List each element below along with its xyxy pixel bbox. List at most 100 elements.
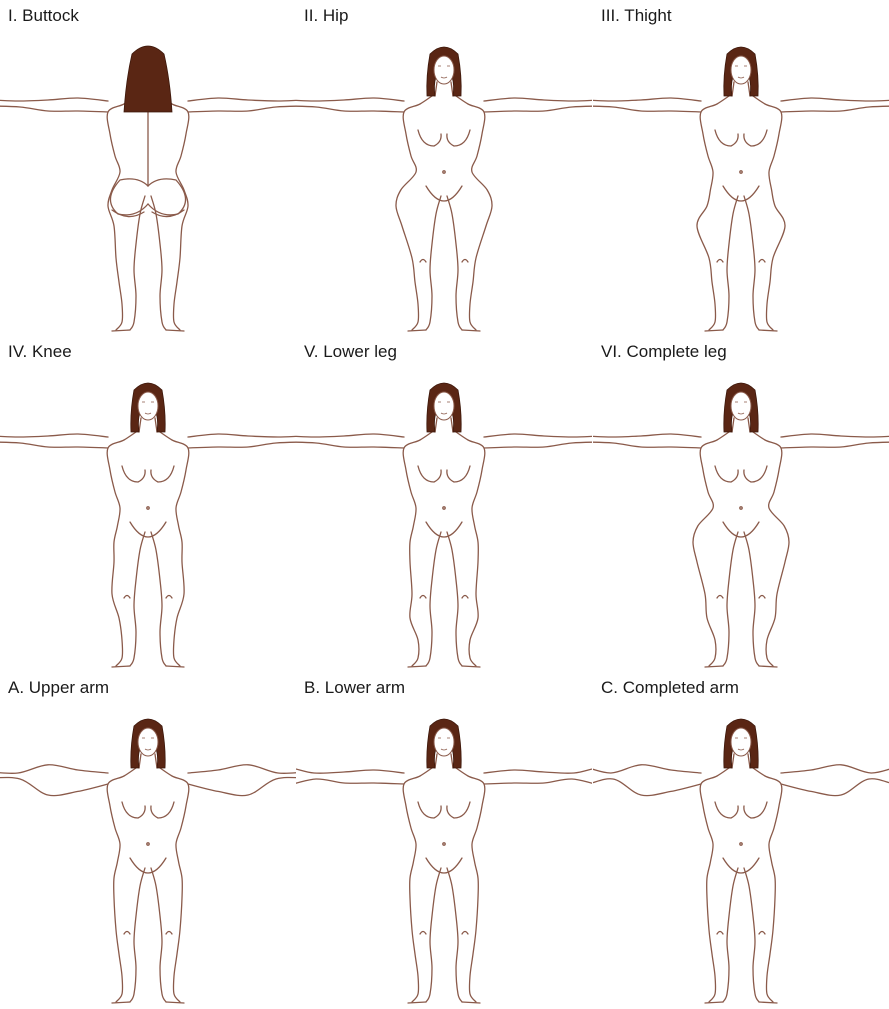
foot-right	[462, 1002, 480, 1003]
arm-right-upper-edge	[781, 434, 889, 438]
body-outline	[296, 418, 592, 667]
face	[138, 728, 158, 756]
pelvis-line	[723, 186, 759, 201]
navel	[147, 843, 149, 845]
body-outline	[0, 82, 296, 331]
knee-marks	[124, 932, 172, 935]
leg-inner-right	[447, 868, 462, 1002]
foot-left	[705, 1002, 723, 1003]
knee-marks	[717, 932, 765, 935]
foot-left	[408, 330, 426, 331]
navel	[740, 171, 742, 173]
body-right-contour	[160, 96, 189, 330]
chest-right	[744, 802, 767, 818]
buttock-right	[148, 179, 186, 215]
foot-right	[462, 330, 480, 331]
body-outline	[593, 754, 889, 1003]
figure-panel: V. Lower leg	[296, 336, 592, 672]
leg-inner-left	[426, 532, 441, 666]
arm-right-upper-edge	[781, 98, 889, 102]
figure-panel: I. Buttock	[0, 0, 296, 336]
arm-left-lower-edge	[0, 440, 108, 448]
arm-right-lower-edge	[188, 776, 296, 796]
leg-inner-left	[723, 196, 738, 330]
knee-marks	[717, 260, 765, 263]
leg-inner-right	[447, 532, 462, 666]
body-figure	[0, 0, 296, 336]
chest-right	[447, 130, 470, 146]
gluteal-folds	[112, 210, 184, 217]
arm-right-upper-edge	[484, 98, 592, 102]
face	[731, 728, 751, 756]
arm-right-lower-edge	[188, 104, 296, 112]
chest-right	[151, 466, 174, 482]
body-left-contour	[693, 432, 729, 666]
body-figure	[296, 672, 592, 1008]
chest-left	[715, 802, 738, 818]
body-right-contour	[753, 432, 789, 666]
foot-right	[166, 1002, 184, 1003]
knee-marks	[124, 596, 172, 599]
foot-left	[408, 1002, 426, 1003]
arm-right-upper-edge	[484, 767, 592, 774]
figure-panel: III. Thight	[593, 0, 889, 336]
body-outline	[296, 754, 592, 1003]
arm-right-lower-edge	[781, 104, 889, 112]
navel	[740, 843, 742, 845]
navel	[443, 843, 445, 845]
arm-right-upper-edge	[188, 98, 296, 102]
body-figure	[296, 0, 592, 336]
leg-inner-left	[426, 868, 441, 1002]
body-left-contour	[403, 432, 432, 666]
pelvis-line	[130, 858, 166, 873]
arm-right-upper-edge	[781, 765, 889, 774]
pelvis-line	[426, 858, 462, 873]
chest-right	[744, 130, 767, 146]
body-left-contour	[697, 96, 729, 330]
arm-right-lower-edge	[484, 440, 592, 448]
chest-left	[715, 466, 738, 482]
body-right-contour	[160, 432, 189, 666]
face	[731, 56, 751, 84]
arm-left-upper-edge	[296, 767, 404, 774]
knee-marks	[420, 260, 468, 263]
arm-right-lower-edge	[188, 440, 296, 448]
leg-inner-right	[151, 868, 166, 1002]
foot-right	[166, 330, 184, 331]
arm-right-upper-edge	[484, 434, 592, 438]
face	[731, 392, 751, 420]
arm-right-lower-edge	[484, 104, 592, 112]
navel	[740, 507, 742, 509]
arm-left-lower-edge	[593, 104, 701, 112]
foot-right	[759, 1002, 777, 1003]
knee-marks	[420, 596, 468, 599]
arm-left-lower-edge	[593, 440, 701, 448]
arm-left-lower-edge	[593, 776, 701, 796]
foot-left	[112, 666, 130, 667]
arm-left-upper-edge	[593, 98, 701, 102]
arm-right-lower-edge	[781, 776, 889, 796]
body-figure	[0, 336, 296, 672]
body-outline	[593, 418, 889, 667]
pelvis-line	[723, 858, 759, 873]
leg-inner-left	[723, 868, 738, 1002]
arm-left-upper-edge	[296, 434, 404, 438]
body-right-contour	[160, 768, 189, 1002]
arm-left-upper-edge	[0, 765, 108, 774]
chest-left	[418, 802, 441, 818]
body-figure	[296, 336, 592, 672]
leg-inner-left	[130, 868, 145, 1002]
arm-left-lower-edge	[296, 776, 404, 785]
chest-left	[122, 802, 145, 818]
body-left-contour	[396, 96, 432, 330]
body-left-contour	[403, 768, 432, 1002]
arm-right-lower-edge	[484, 776, 592, 785]
foot-left	[408, 666, 426, 667]
leg-inner-right	[744, 868, 759, 1002]
foot-left	[112, 330, 130, 331]
pelvis-line	[426, 522, 462, 537]
hair-back	[124, 46, 172, 112]
chest-right	[151, 802, 174, 818]
chest-left	[418, 130, 441, 146]
